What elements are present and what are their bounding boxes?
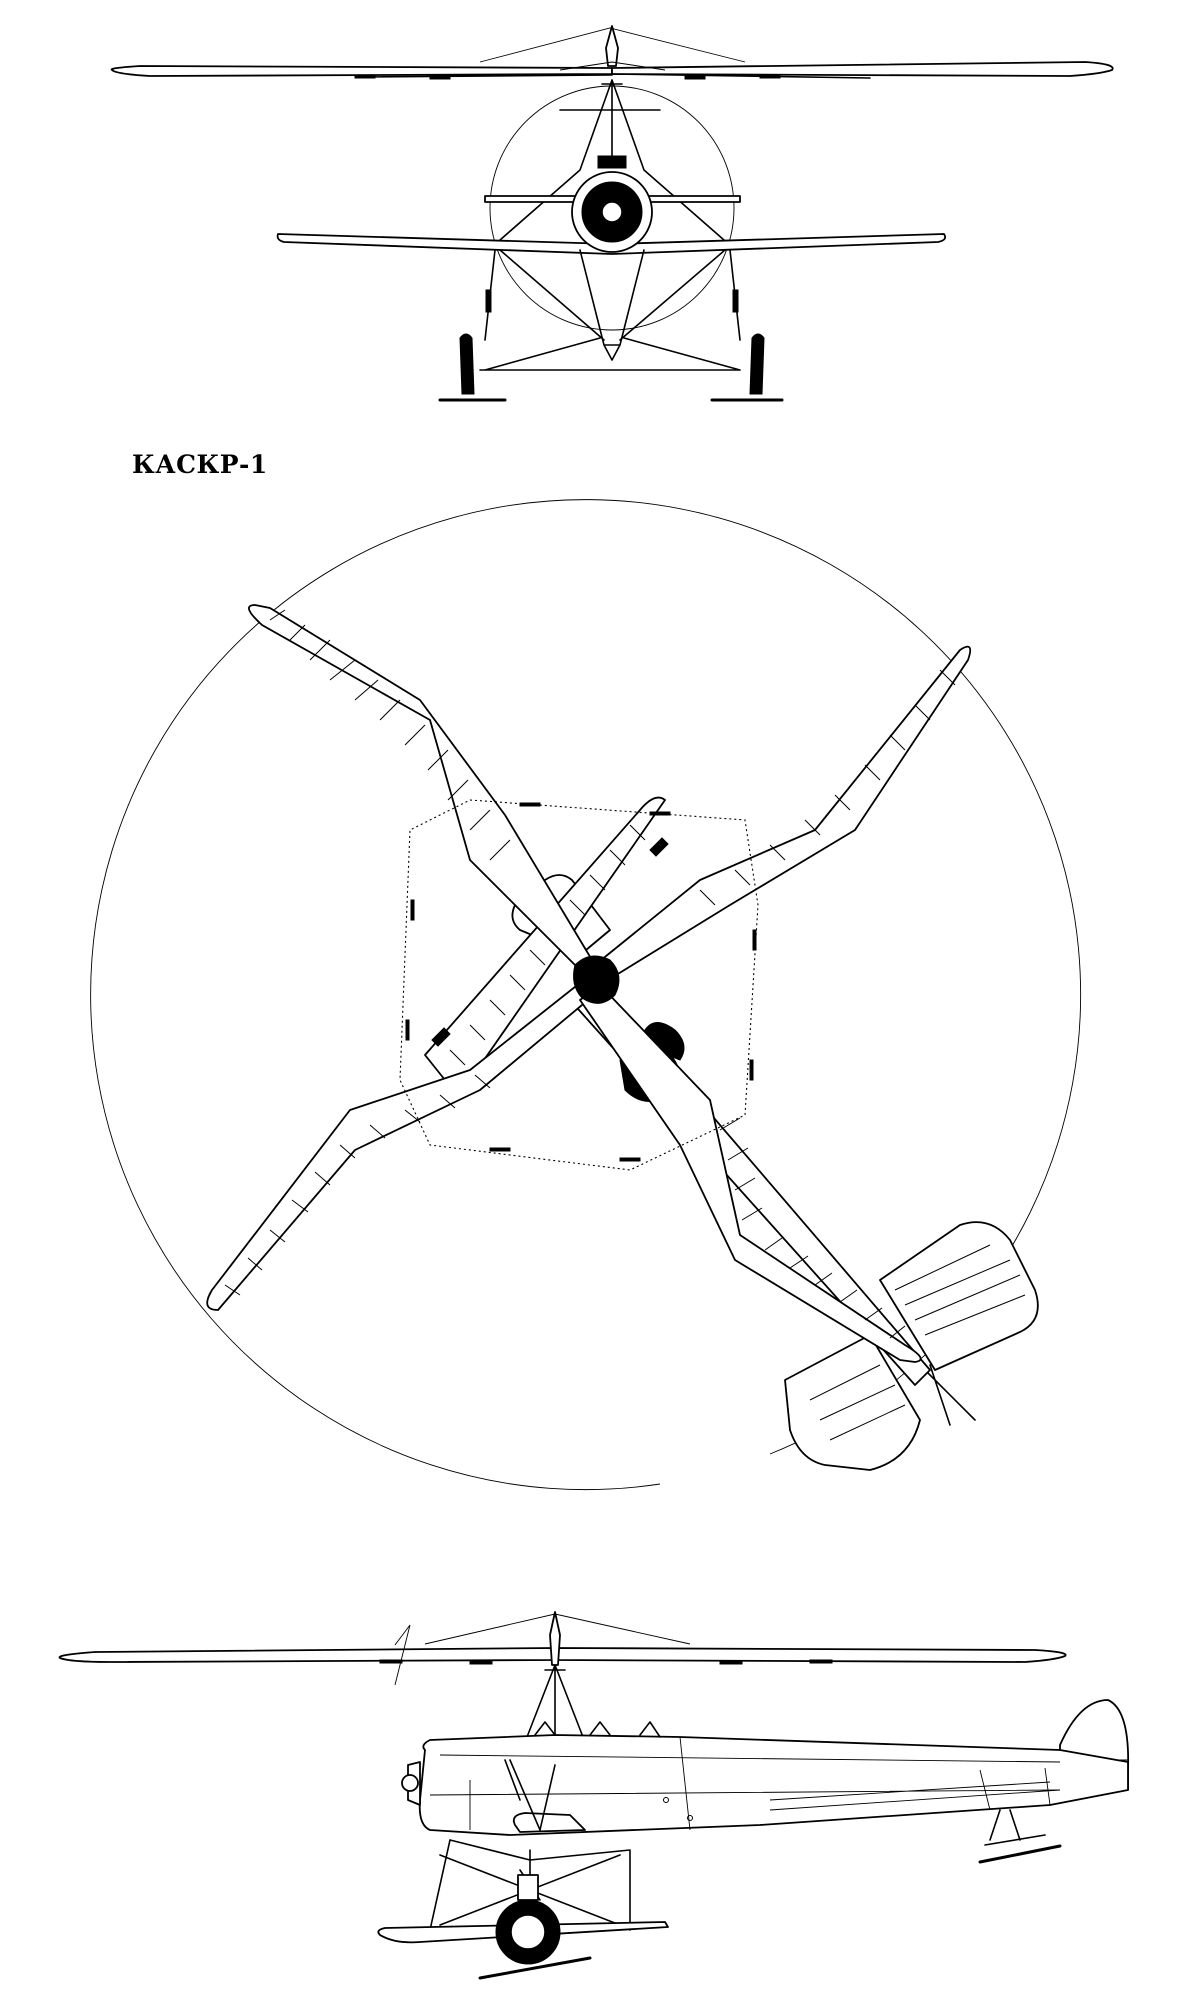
- top-rotor-hub: [573, 955, 620, 1004]
- front-shock-struts: [485, 289, 739, 313]
- side-shock-strut: [517, 1874, 539, 1901]
- side-tail-skid: [984, 1809, 1046, 1846]
- top-rotor-blade-nw: [248, 604, 596, 976]
- front-blade-fittings: [354, 74, 781, 80]
- top-rotor-blade-ne: [594, 645, 972, 986]
- top-exhaust-pipes: [431, 837, 669, 1047]
- side-ground-line: [478, 1956, 592, 1980]
- front-pylon-struts: [499, 79, 725, 241]
- front-engine-top: [597, 155, 627, 169]
- front-wheel-right: [749, 333, 765, 395]
- side-rotor-blade-right: [554, 1647, 1067, 1663]
- side-pylon: [519, 1664, 591, 1761]
- side-blade-fittings: [379, 1659, 833, 1665]
- top-wire-fittings: [405, 802, 757, 1162]
- front-propeller-hub: [601, 201, 623, 223]
- top-rotor-disc: [90, 499, 1082, 1491]
- side-detail-dot-2: [687, 1815, 693, 1821]
- front-rotor-blade-lines: [359, 73, 871, 79]
- front-rotor-blade-left: [110, 65, 613, 77]
- front-rotor-wires: [479, 27, 746, 71]
- top-tailplane: [784, 1221, 1039, 1471]
- side-propeller-hub: [401, 1774, 419, 1792]
- aircraft-title: КАСКР-1: [132, 450, 268, 479]
- side-rotor-blade-left: [58, 1647, 556, 1663]
- side-tail-ground-line: [978, 1844, 1062, 1864]
- side-wheel-hub: [510, 1914, 546, 1950]
- side-rotor-hub: [549, 1611, 561, 1666]
- side-cabane: [504, 1759, 556, 1831]
- front-rotor-blade-right: [611, 61, 1114, 77]
- top-rotor-blade-sw: [206, 974, 601, 1311]
- front-fuselage-lower: [579, 249, 645, 361]
- side-fuselage-lines: [429, 1736, 1061, 1831]
- side-fuselage: [418, 1734, 1129, 1836]
- side-detail-dot-1: [663, 1797, 669, 1803]
- side-stub-wing: [512, 1812, 586, 1833]
- top-rotor-blade-se: [579, 984, 922, 1363]
- front-wheel-left: [459, 333, 475, 395]
- side-cockpits: [534, 1721, 661, 1738]
